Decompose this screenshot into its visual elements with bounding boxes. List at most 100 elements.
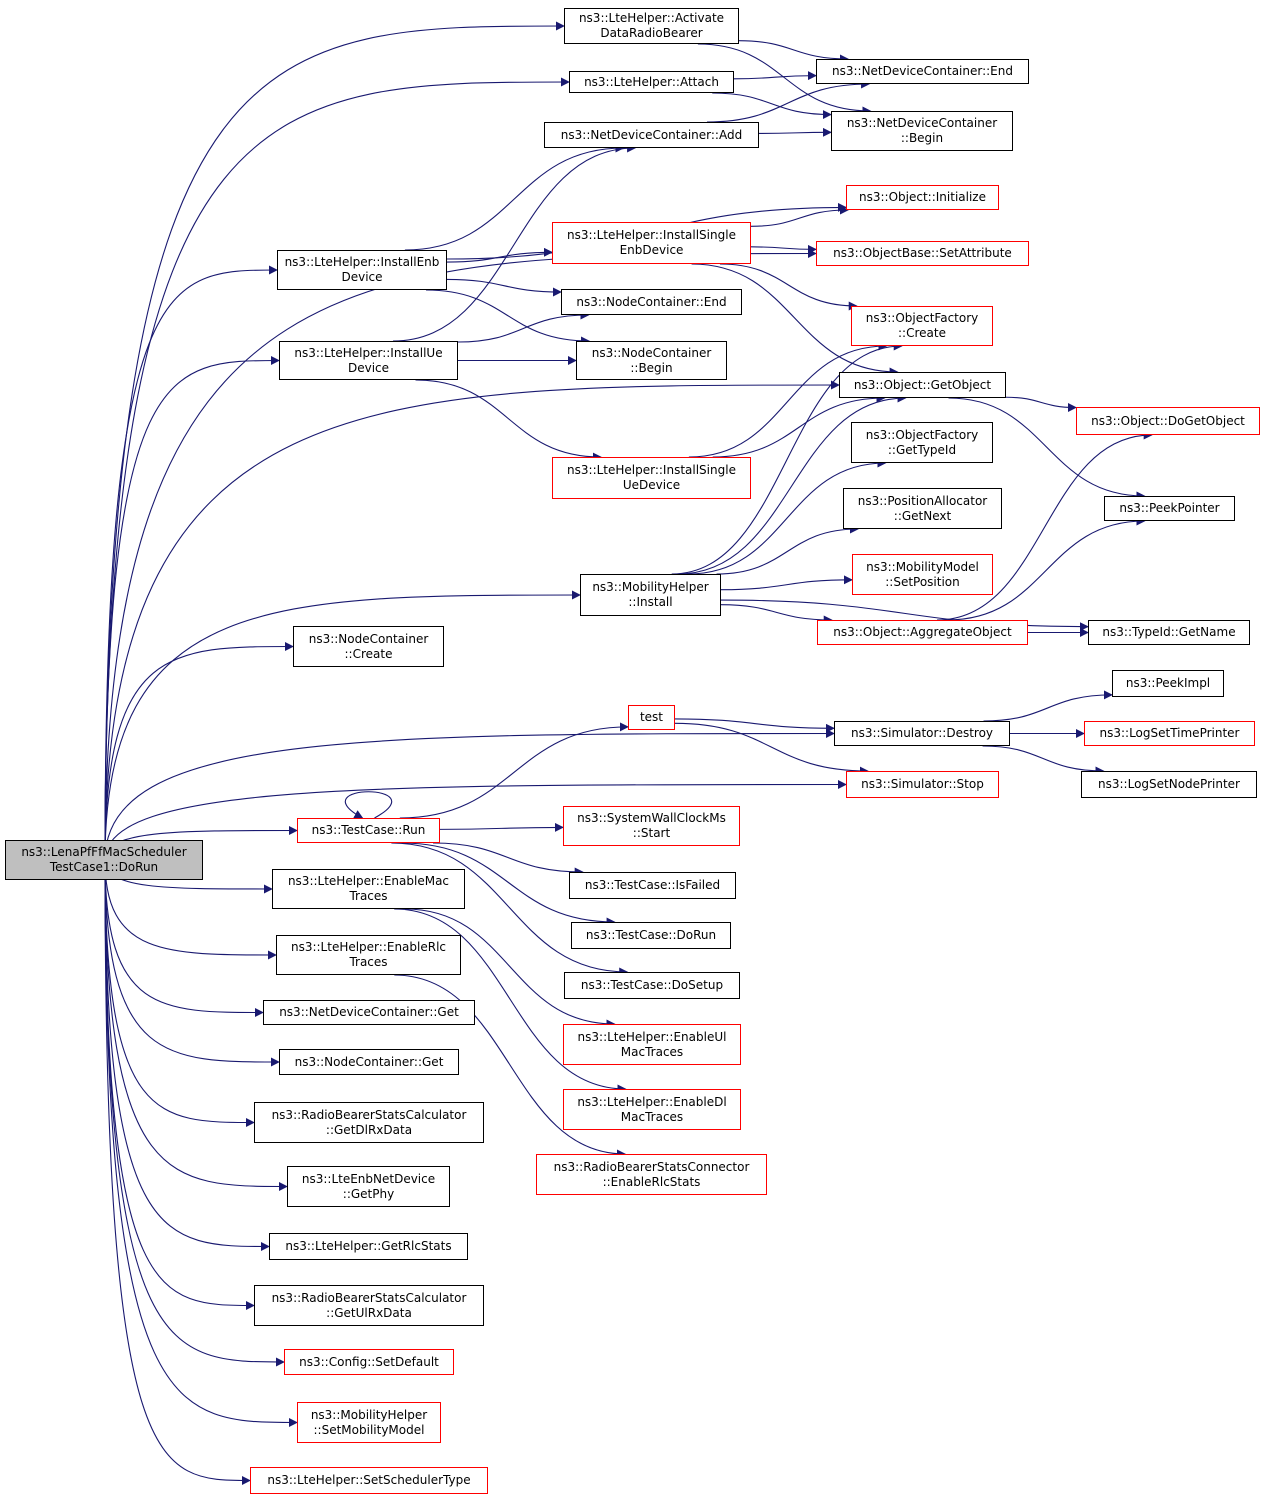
node-label-line2: Traces [349, 955, 388, 969]
node-label-line1: ns3::MobilityHelper [592, 580, 709, 594]
edge-root-to-rbsc-ul [104, 859, 255, 1310]
node-mh-install[interactable]: ns3::MobilityHelper::Install [580, 574, 721, 616]
node-set-scheduler[interactable]: ns3::LteHelper::SetSchedulerType [250, 1467, 488, 1494]
edge-install-single-enb-to-obj-init [750, 205, 849, 227]
node-obj-init[interactable]: ns3::Object::Initialize [846, 185, 999, 210]
edge-tc-run-to-tc-dosetup [391, 842, 629, 977]
edge-install-ue-to-install-single-ue [415, 379, 602, 462]
node-label-line1: ns3::NetDeviceContainer::End [831, 64, 1013, 78]
node-label-line2: ::GetNext [893, 508, 952, 523]
node-ndc-get[interactable]: ns3::NetDeviceContainer::Get [263, 1000, 475, 1025]
node-do-get-object[interactable]: ns3::Object::DoGetObject [1076, 407, 1260, 435]
node-aggregate[interactable]: ns3::Object::AggregateObject [817, 620, 1028, 645]
edge-ndc-add-to-ndc-end [706, 79, 871, 123]
edge-tc-run-to-test [399, 722, 629, 819]
node-nc-begin[interactable]: ns3::NodeContainer::Begin [576, 341, 727, 380]
node-label-line1: ns3::TestCase::IsFailed [584, 878, 721, 892]
node-label-line2: ::Begin [630, 360, 673, 375]
edge-root-to-attach [104, 77, 570, 861]
node-log-time[interactable]: ns3::LogSetTimePrinter [1084, 721, 1255, 746]
node-tc-run[interactable]: ns3::TestCase::Run [297, 818, 440, 843]
node-sim-destroy[interactable]: ns3::Simulator::Destroy [834, 721, 1010, 746]
edge-get-object-to-do-get-object [1005, 396, 1077, 413]
edge-root-to-enable-rlc [104, 859, 277, 960]
node-nc-end[interactable]: ns3::NodeContainer::End [561, 289, 742, 315]
node-tc-isfailed[interactable]: ns3::TestCase::IsFailed [569, 872, 736, 899]
node-sim-stop[interactable]: ns3::Simulator::Stop [846, 771, 999, 798]
node-label-line1: ns3::NodeContainer::Get [294, 1054, 444, 1069]
node-ndc-add[interactable]: ns3::NetDeviceContainer::Add [544, 122, 759, 148]
node-label-line2: ::Install [628, 595, 673, 609]
node-rbsc-ul[interactable]: ns3::RadioBearerStatsCalculator::GetUlRx… [254, 1285, 484, 1326]
node-nc-get[interactable]: ns3::NodeContainer::Get [279, 1049, 459, 1075]
node-label-line2: ::Create [344, 646, 393, 661]
node-ndc-begin[interactable]: ns3::NetDeviceContainer::Begin [831, 111, 1013, 151]
node-label-line1: ns3::NodeContainer [591, 345, 712, 360]
node-ndc-end[interactable]: ns3::NetDeviceContainer::End [816, 59, 1029, 84]
node-swc-start[interactable]: ns3::SystemWallClockMs::Start [563, 806, 740, 846]
node-label-line1: ns3::LteHelper::InstallEnb [284, 255, 440, 269]
node-enb-getphy[interactable]: ns3::LteEnbNetDevice::GetPhy [287, 1166, 450, 1207]
node-label-line2: MacTraces [620, 1109, 684, 1124]
node-label-line1: ns3::LteHelper::GetRlcStats [285, 1239, 452, 1253]
edge-root-to-config-setdefault [104, 859, 285, 1367]
node-mh-setmobility[interactable]: ns3::MobilityHelper::SetMobilityModel [297, 1402, 441, 1443]
node-mm-setpos[interactable]: ns3::MobilityModel::SetPosition [852, 554, 993, 595]
node-of-gettypeid[interactable]: ns3::ObjectFactory::GetTypeId [851, 422, 993, 463]
node-label-line1: ns3::PositionAllocator [857, 493, 988, 508]
edge-attach-to-ndc-end [733, 71, 817, 81]
node-label-line2: Device [347, 360, 390, 375]
node-label-line1: ns3::NetDeviceContainer::Add [560, 127, 743, 142]
node-label-line1: ns3::PeekImpl [1125, 676, 1211, 690]
node-typeid-getname[interactable]: ns3::TypeId::GetName [1088, 620, 1250, 645]
node-label-line1: ns3::LogSetNodePrinter [1098, 777, 1240, 791]
edge-mh-install-to-pa-getnext [716, 524, 859, 575]
node-label-line2: ::GetTypeId [887, 442, 957, 457]
node-set-attribute[interactable]: ns3::ObjectBase::SetAttribute [816, 241, 1029, 266]
node-label-line1: ns3::NodeContainer::End [576, 294, 727, 309]
node-get-object[interactable]: ns3::Object::GetObject [839, 372, 1006, 398]
edge-sim-destroy-to-log-node [982, 745, 1105, 776]
node-rbs-connector[interactable]: ns3::RadioBearerStatsConnector::EnableRl… [536, 1154, 767, 1195]
edge-get-object-to-peek-pointer [948, 397, 1146, 501]
node-label-line1: ns3::LteHelper::EnableDl [577, 1094, 727, 1109]
node-peek-pointer[interactable]: ns3::PeekPointer [1104, 496, 1235, 521]
node-config-setdefault[interactable]: ns3::Config::SetDefault [284, 1349, 454, 1375]
edge-root-to-nc-get [104, 859, 280, 1067]
node-attach[interactable]: ns3::LteHelper::Attach [569, 71, 734, 93]
node-peek-impl[interactable]: ns3::PeekImpl [1112, 670, 1224, 697]
node-nc-create[interactable]: ns3::NodeContainer::Create [293, 626, 444, 667]
node-test[interactable]: test [628, 705, 675, 730]
node-label-line1: ns3::Object::AggregateObject [833, 625, 1012, 639]
node-tc-dosetup[interactable]: ns3::TestCase::DoSetup [564, 972, 740, 999]
node-log-node[interactable]: ns3::LogSetNodePrinter [1081, 771, 1257, 798]
node-of-create[interactable]: ns3::ObjectFactory::Create [851, 306, 993, 346]
node-label-line1: ns3::RadioBearerStatsCalculator [271, 1290, 467, 1305]
node-pa-getnext[interactable]: ns3::PositionAllocator::GetNext [843, 488, 1002, 529]
edge-root-to-sim-stop [104, 780, 847, 861]
node-label-line1: ns3::ObjectFactory [865, 311, 979, 325]
node-label-line1: ns3::TestCase::Run [311, 823, 426, 837]
node-label-line2: ::Begin [900, 131, 944, 145]
edge-mh-install-to-aggregate [720, 604, 833, 625]
node-label-line2: Device [341, 270, 383, 284]
node-tc-dorun[interactable]: ns3::TestCase::DoRun [571, 922, 731, 949]
edge-tc-run-to-tc-isfailed [433, 842, 584, 877]
node-rbsc-dl[interactable]: ns3::RadioBearerStatsCalculator::GetDlRx… [254, 1102, 484, 1143]
node-get-rlc-stats[interactable]: ns3::LteHelper::GetRlcStats [269, 1233, 468, 1260]
edge-root-to-install-enb [104, 265, 278, 861]
edge-activate-to-ndc-begin [697, 43, 872, 116]
edge-tc-run-to-tc-run [344, 791, 393, 819]
edge-root-to-get-object [104, 380, 840, 861]
